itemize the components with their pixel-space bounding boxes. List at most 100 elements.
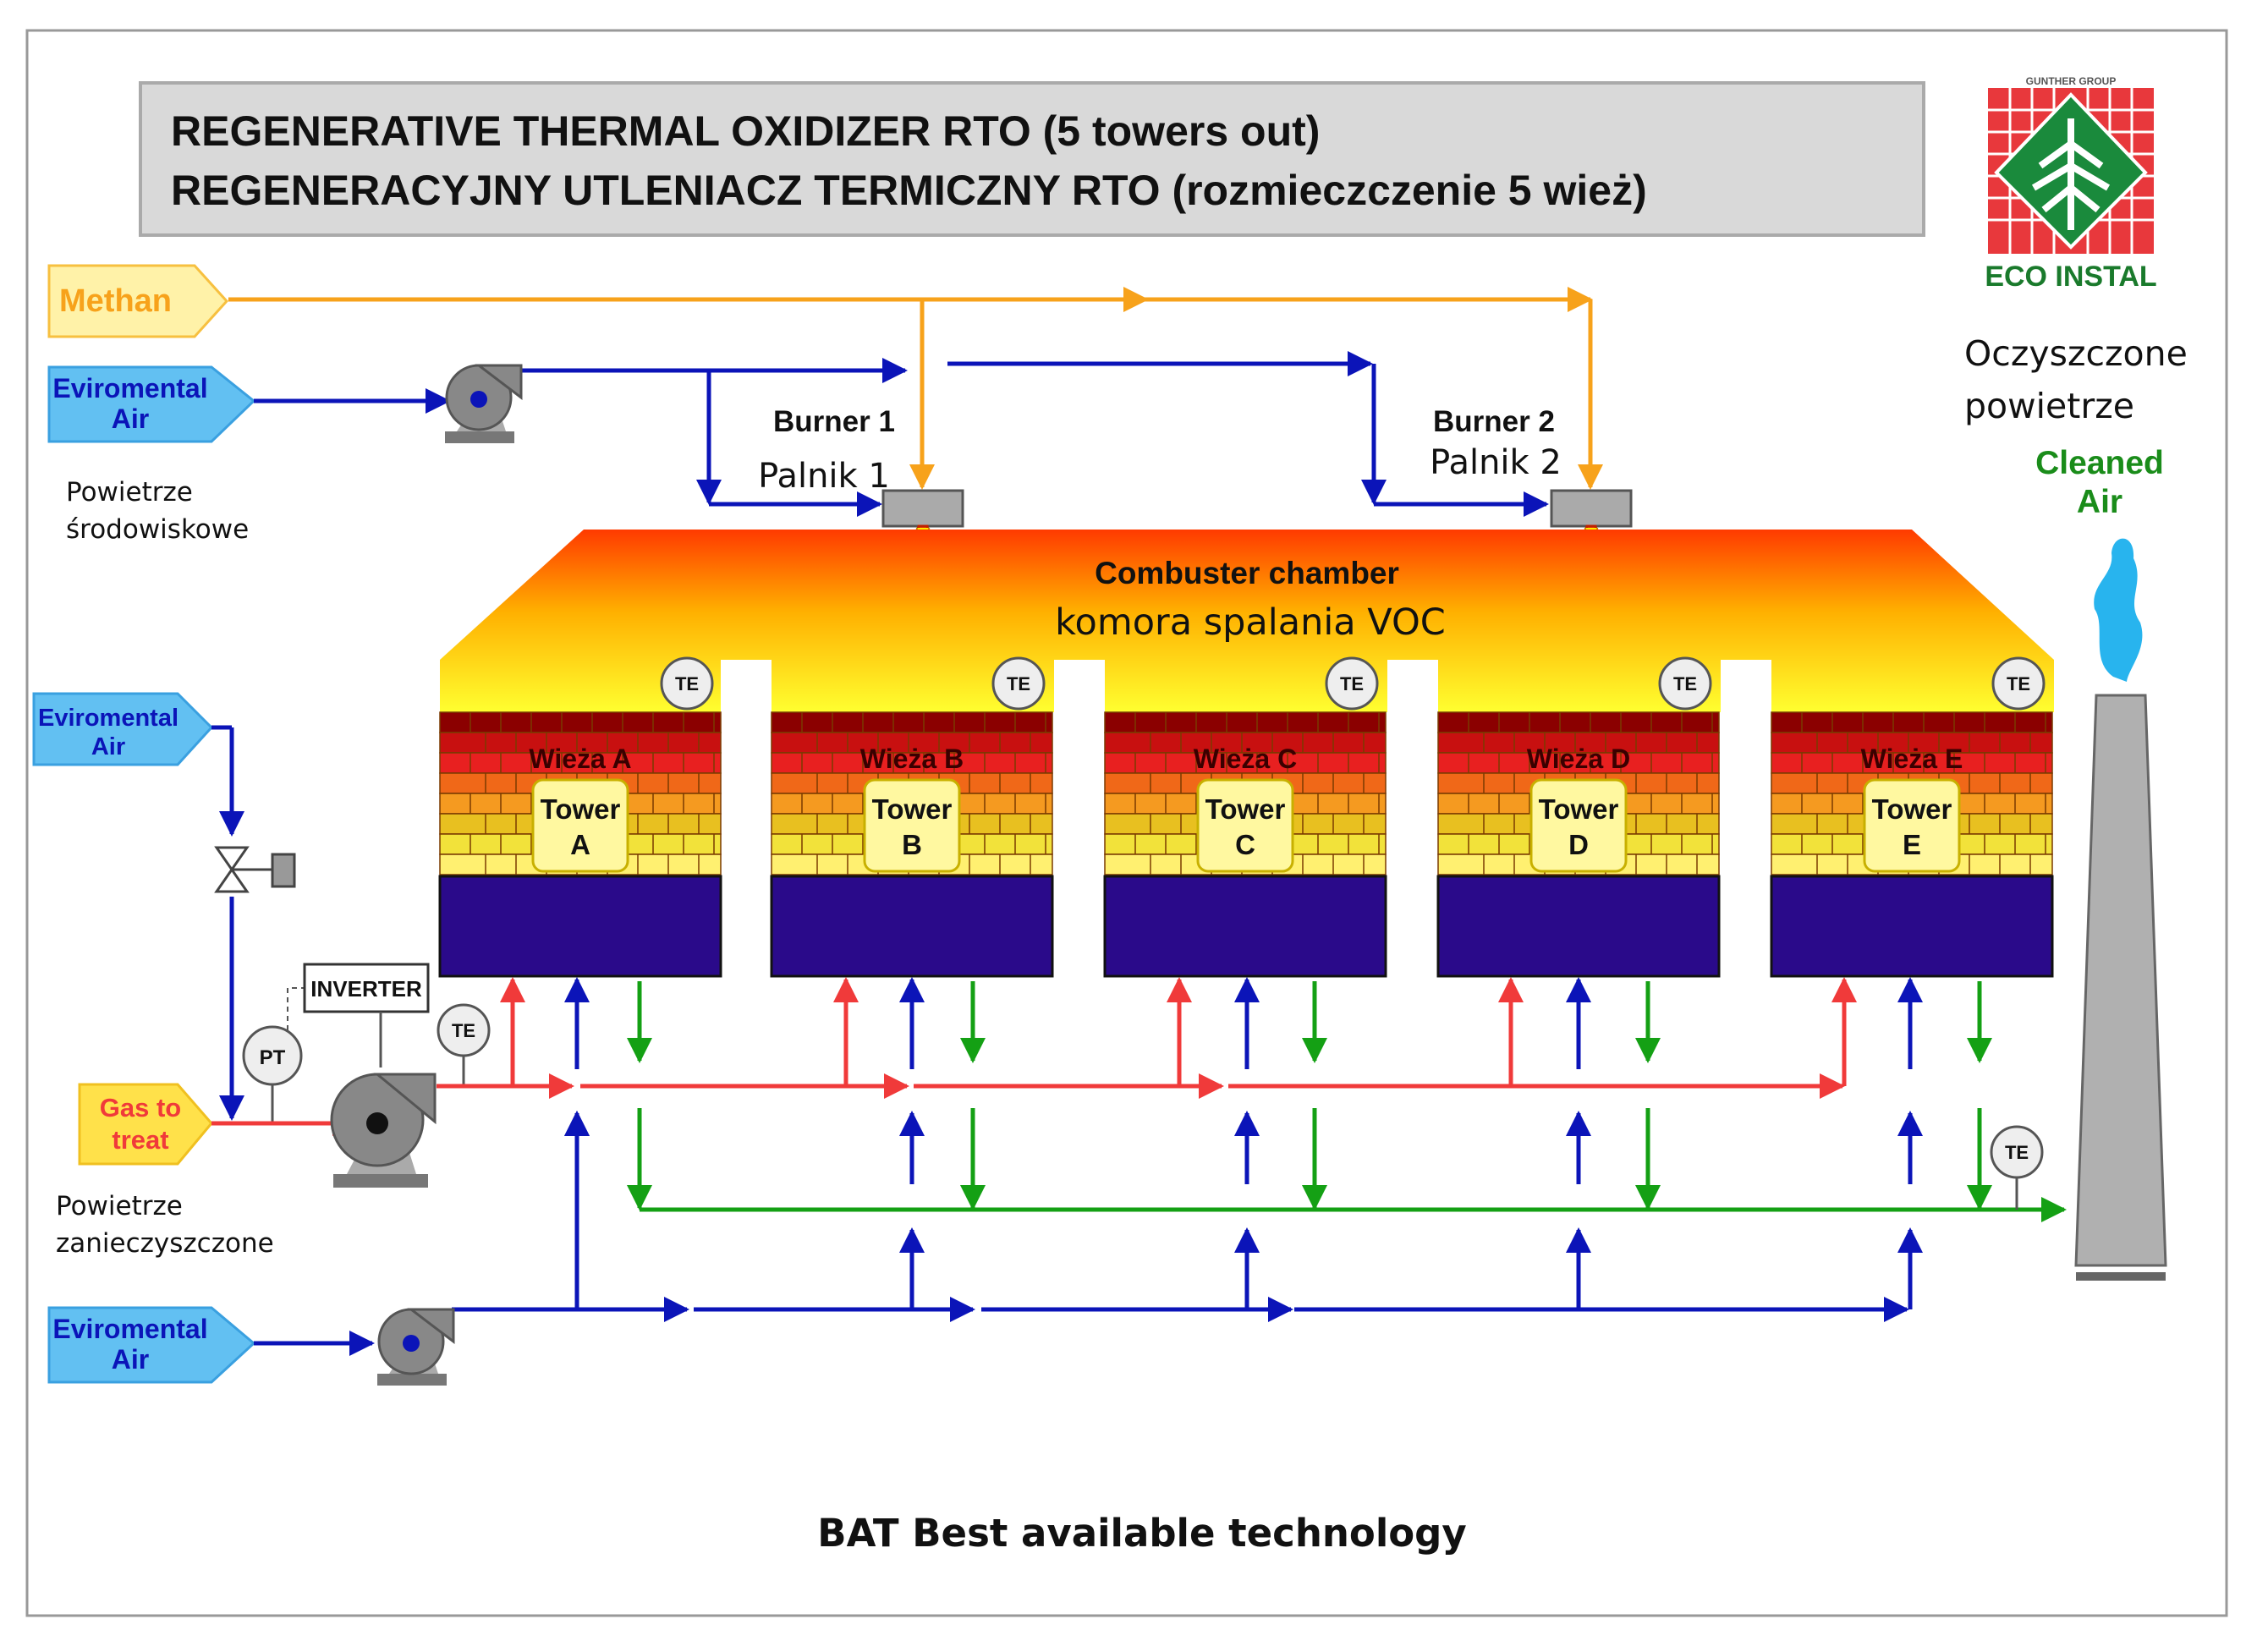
title-box: REGENERATIVE THERMAL OXIDIZER RTO (5 tow…: [139, 81, 1925, 237]
env-air-bottom-line2: Air: [112, 1344, 149, 1375]
outlet-en-line1: Cleaned: [2035, 445, 2164, 481]
inverter-box: INVERTER: [303, 963, 430, 1067]
env-air-tag-top: Eviromental Air: [47, 365, 256, 443]
chamber-label-pl: komora spalania VOC: [1055, 601, 1446, 644]
logo-name: ECO INSTAL: [1985, 261, 2156, 293]
logo-tree-icon: [2031, 118, 2111, 230]
title-line-1: REGENERATIVE THERMAL OXIDIZER RTO (5 tow…: [171, 107, 1320, 155]
dilution-air-line: [211, 725, 244, 1121]
te-inlet: TE: [437, 1003, 491, 1086]
methan-input-tag: Methan: [47, 264, 229, 338]
tower-name-pl: Wieża A: [529, 744, 631, 774]
env-air-top-line1: Eviromental: [52, 373, 207, 403]
fan-top: [445, 364, 523, 443]
tower-badge: [1196, 778, 1294, 873]
tower-badge: [863, 778, 961, 873]
te-sensor: TE: [991, 656, 1046, 711]
env-air-top-pl-line2: środowiskowe: [66, 514, 249, 545]
te-sensor: TE: [1325, 656, 1379, 711]
tower-label: Tower: [1205, 793, 1286, 825]
cooling-air-header: [254, 1111, 1909, 1356]
tower-base: [438, 875, 722, 978]
te-inlet-label: TE: [452, 1020, 475, 1041]
valve: [214, 846, 296, 893]
tower-name-pl: Wieża B: [860, 744, 964, 774]
inverter-label: INVERTER: [310, 976, 422, 1002]
tower-gaps: [721, 660, 1771, 981]
te-label: TE: [1673, 673, 1697, 694]
gas-pl-line1: Powietrze: [56, 1191, 183, 1221]
combustion-air-lines: [254, 351, 1549, 517]
tower-name-pl: Wieża D: [1527, 744, 1630, 774]
tower-label: Tower: [1872, 793, 1952, 825]
env-air-top-pl-line1: Powietrze: [66, 477, 193, 508]
tower-base: [1103, 875, 1387, 978]
logo-group-text: GUNTHER GROUP: [2026, 75, 2117, 87]
te-stack-label: TE: [2005, 1142, 2029, 1163]
tower-letter: C: [1235, 829, 1255, 860]
gas-line1: Gas to: [100, 1093, 181, 1122]
env-air-bottom-line1: Eviromental: [52, 1314, 207, 1344]
te-sensor: TE: [1658, 656, 1712, 711]
combustion-chamber: [440, 530, 2054, 712]
outlet-pl-line1: Oczyszczone: [1964, 333, 2188, 374]
tower-letter: A: [570, 829, 590, 860]
exhaust-stack: [2074, 538, 2167, 1281]
gas-line2: treat: [112, 1125, 168, 1155]
te-label: TE: [1007, 673, 1030, 694]
burner-1-label-pl: Palnik 1: [758, 457, 890, 496]
outlet-pl-line2: powietrze: [1964, 386, 2134, 426]
tower-badge: [1863, 778, 1961, 873]
company-logo: GUNTHER GROUP ECO INSTAL: [1985, 75, 2156, 293]
env-air-mid-line2: Air: [91, 733, 125, 760]
fan-bottom: [377, 1308, 455, 1386]
pressure-transmitter: PT: [242, 987, 306, 1122]
tower-badge: [1529, 778, 1628, 873]
te-label: TE: [675, 673, 699, 694]
tower-letter: E: [1903, 829, 1921, 860]
te-sensor: TE: [1991, 656, 2046, 711]
tower-letter: D: [1568, 829, 1589, 860]
te-sensor: TE: [660, 656, 714, 711]
burner-2-label: Burner 2: [1433, 405, 1555, 438]
gas-to-treat-tag: Gas to treat: [78, 1083, 213, 1166]
tower-name-pl: Wieża C: [1194, 744, 1297, 774]
tower-name-pl: Wieża E: [1861, 744, 1963, 774]
pt-label: PT: [260, 1046, 286, 1069]
footer-label: BAT Best available technology: [817, 1511, 1466, 1556]
env-air-tag-bottom: Eviromental Air: [47, 1306, 256, 1384]
env-air-top-line2: Air: [112, 403, 149, 434]
title-line-2: REGENERACYJNY UTLENIACZ TERMICZNY RTO (r…: [171, 167, 1647, 214]
env-air-mid-line1: Eviromental: [38, 705, 178, 732]
tower-label: Tower: [1539, 793, 1619, 825]
te-label: TE: [1340, 673, 1364, 694]
burner-2-label-pl: Palnik 2: [1430, 443, 1562, 482]
te-label: TE: [2007, 673, 2030, 694]
tower-base: [1770, 875, 2054, 978]
methan-lines: [228, 287, 1603, 490]
methan-label: Methan: [59, 283, 172, 319]
tower-branches: [500, 977, 1992, 1309]
tower-base: [1436, 875, 1721, 978]
env-air-tag-mid: Eviromental Air: [32, 692, 214, 766]
tower-badge: [531, 778, 629, 873]
fan-main: [330, 1073, 437, 1188]
actuator-icon: [271, 853, 296, 888]
chamber-label: Combuster chamber: [1095, 556, 1399, 590]
tower-label: Tower: [872, 793, 953, 825]
burner-1-label: Burner 1: [773, 405, 895, 438]
te-stack: TE: [1990, 1125, 2044, 1210]
tower-base: [770, 875, 1054, 978]
tower-label: Tower: [541, 793, 621, 825]
tower-letter: B: [902, 829, 922, 860]
outlet-en-line2: Air: [2077, 484, 2122, 520]
gas-pl-line2: zanieczyszczone: [56, 1228, 274, 1259]
